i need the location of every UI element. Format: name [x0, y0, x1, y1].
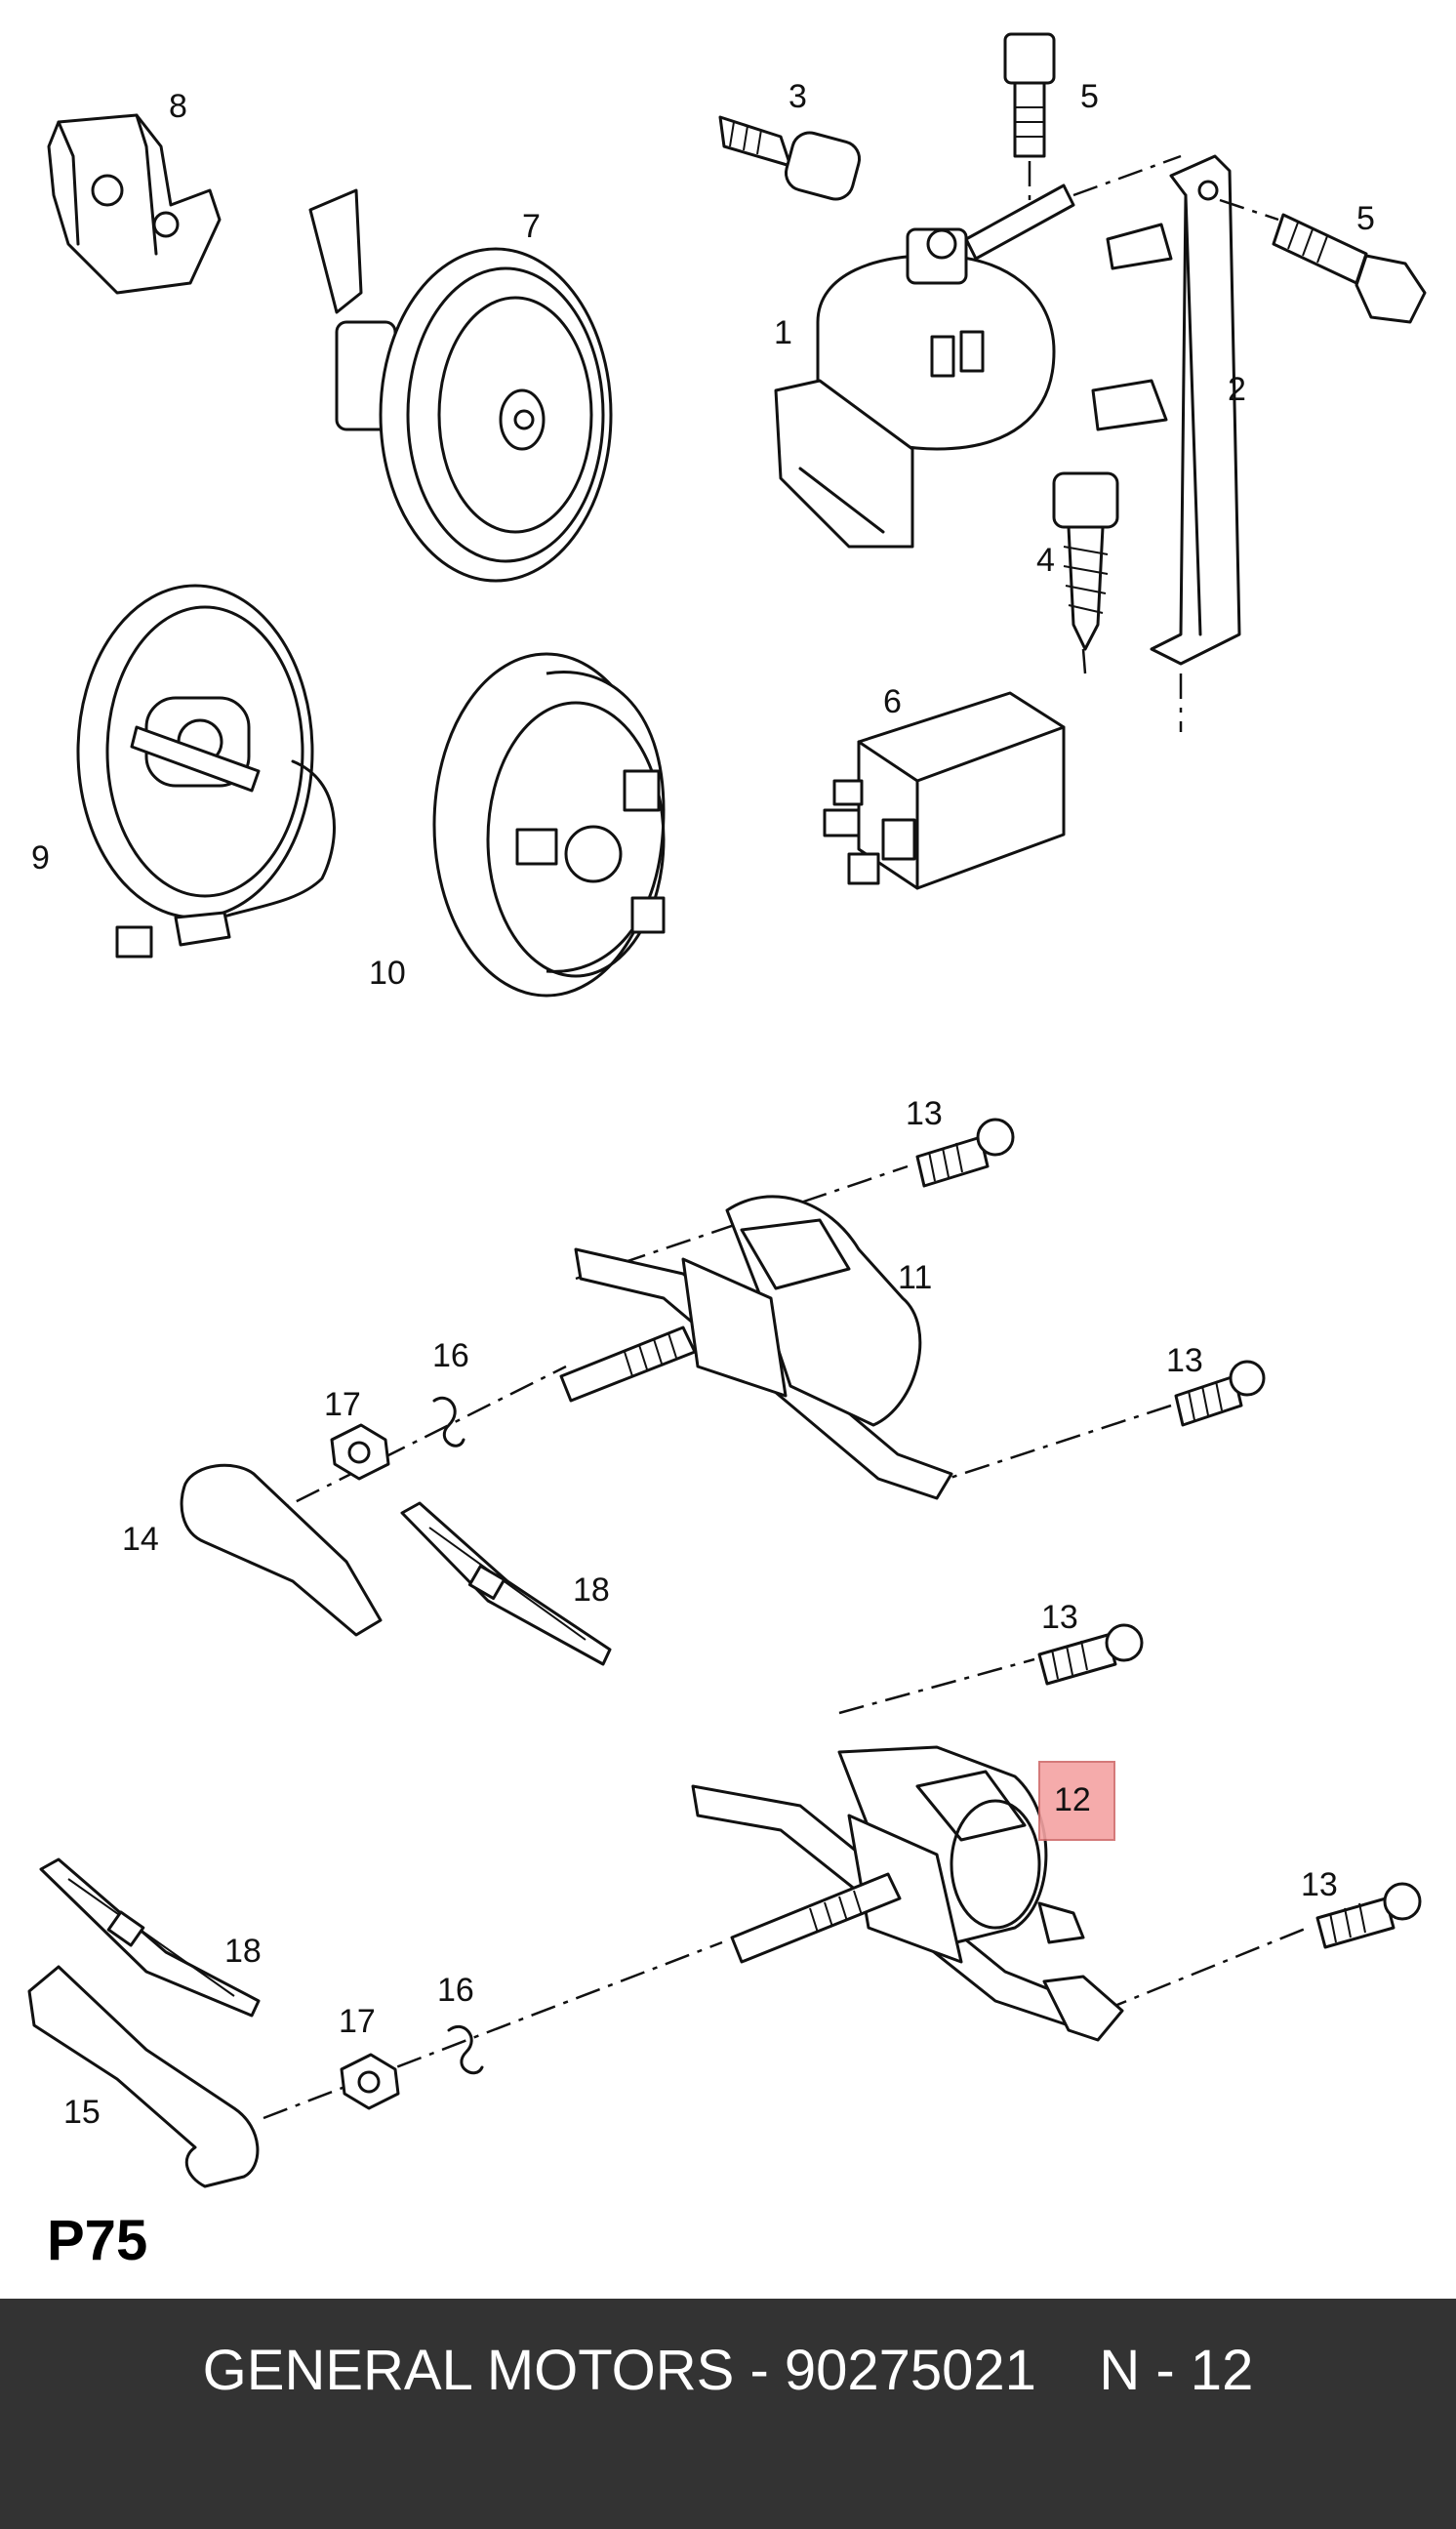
callout-10: 10 [369, 955, 406, 992]
callout-11: 11 [898, 1259, 932, 1296]
parts-diagram: 8 7 3 5 5 1 2 4 6 9 10 13 11 16 13 17 14… [27, 32, 1427, 2188]
part-4-screw [1052, 471, 1119, 674]
part-5-bolt-top [1003, 32, 1056, 210]
callout-16-b: 16 [437, 1972, 474, 2009]
highlight-box-part-12 [1038, 1761, 1115, 1841]
callout-16-a: 16 [432, 1337, 469, 1374]
callout-13-d: 13 [1301, 1866, 1338, 1903]
callout-12: 12 [1054, 1781, 1091, 1818]
callout-18-b: 18 [224, 1933, 262, 1970]
callout-5-top: 5 [1080, 78, 1099, 115]
part-2-horn-bracket [1091, 154, 1241, 732]
callout-13-a: 13 [906, 1095, 943, 1132]
callout-4: 4 [1036, 542, 1055, 579]
callout-7: 7 [522, 208, 541, 245]
callout-9: 9 [31, 839, 50, 877]
part-9-horn-cover [76, 584, 336, 959]
part-5-bolt-right [1219, 198, 1427, 324]
callout-6: 6 [883, 683, 902, 720]
part-7-disc-horn [308, 188, 613, 583]
part-10-horn-housing [432, 652, 666, 998]
callout-13-b: 13 [1166, 1342, 1203, 1379]
callout-labels: 8 7 3 5 5 1 2 4 6 9 10 13 11 16 13 17 14… [31, 78, 1375, 2131]
callout-15: 15 [63, 2094, 101, 2131]
footer-text: GENERAL MOTORS - 90275021 N - 12 [202, 2339, 1254, 2402]
part-3-bolt [718, 115, 862, 201]
callout-17-b: 17 [339, 2003, 376, 2040]
part-8-bracket-clip [47, 113, 222, 295]
page-label: P75 [47, 2209, 148, 2272]
callout-18-a: 18 [573, 1571, 610, 1609]
upper-wiper-motor-assembly [180, 1118, 1266, 1666]
footer-bar: GENERAL MOTORS - 90275021 N - 12 [0, 2299, 1456, 2529]
callout-17-a: 17 [324, 1386, 361, 1423]
callout-5-right: 5 [1356, 200, 1375, 237]
part-6-relay [823, 691, 1066, 890]
part-1-snail-horn [774, 154, 1182, 549]
callout-8: 8 [169, 88, 187, 125]
lower-wiper-motor-assembly [27, 1623, 1422, 2188]
callout-3: 3 [789, 78, 807, 115]
callout-14: 14 [122, 1521, 159, 1558]
callout-13-c: 13 [1041, 1599, 1078, 1636]
callout-1: 1 [774, 314, 792, 351]
callout-2: 2 [1228, 371, 1246, 408]
